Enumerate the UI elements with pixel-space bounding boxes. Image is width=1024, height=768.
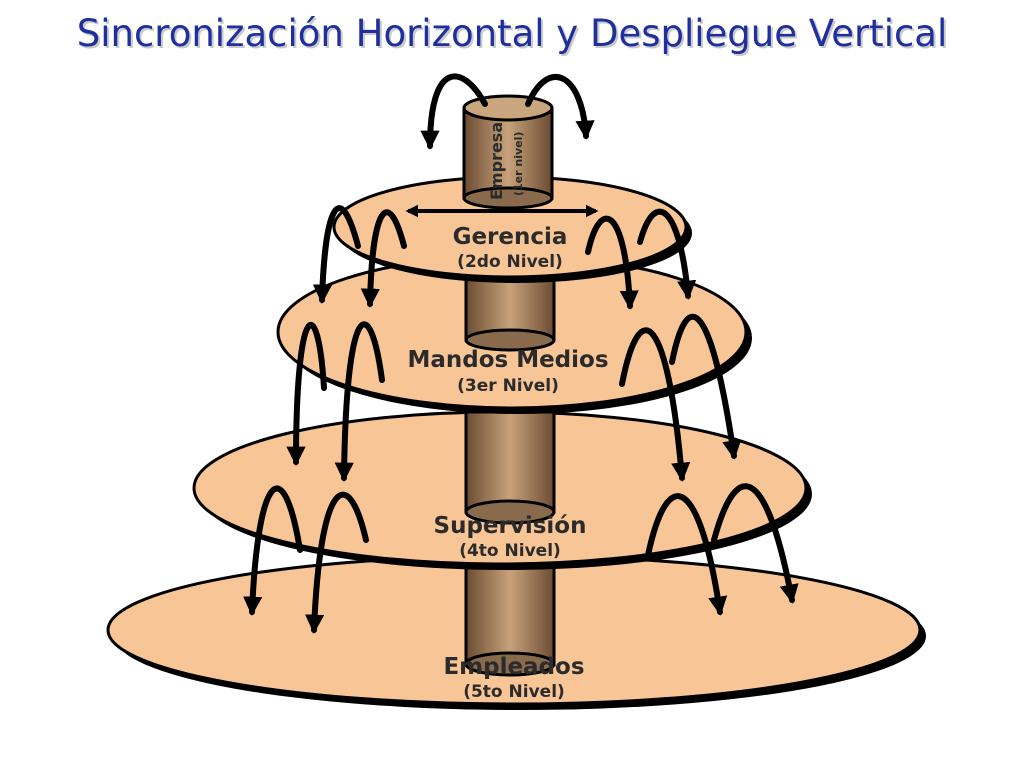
level-5-name: Empleados: [443, 654, 584, 680]
level-5-sublabel: (5to Nivel): [463, 682, 565, 702]
level-2-sublabel: (2do Nivel): [457, 252, 563, 272]
level-1-pillar: [462, 94, 554, 210]
slide-title: Sincronización Horizontal y Despliegue V…: [76, 12, 948, 55]
level-4-sublabel: (4to Nivel): [459, 541, 561, 561]
deploy-arrow-l2-right-b: [637, 208, 697, 300]
deploy-arrow-l3-left-a: [286, 321, 327, 466]
level-2-name: Gerencia: [453, 224, 568, 250]
deploy-arrow-l3-left-b: [334, 321, 385, 482]
pillar-segment-3: [464, 410, 556, 525]
deploy-arrow-l2-left-b: [360, 209, 407, 308]
deploy-arrow-l4-right-b: [711, 483, 799, 604]
level-3-name: Mandos Medios: [407, 347, 608, 373]
level-1-sublabel: (1er nivel): [512, 132, 525, 196]
deploy-arrow-l3-right-a: [619, 327, 691, 482]
deploy-arrow-top-left: [420, 73, 488, 150]
pillar-segment-4: [464, 558, 556, 677]
deploy-arrow-l4-left-b: [305, 491, 369, 634]
deploy-arrow-l4-left-a: [243, 485, 303, 616]
deploy-arrow-l2-right-a: [585, 215, 639, 310]
deploy-arrow-top-right: [525, 74, 595, 140]
level-4-name: Supervisión: [434, 513, 587, 539]
deploy-arrow-l2-left-a: [312, 205, 361, 304]
deploy-arrow-l3-right-b: [669, 313, 742, 460]
level-3-sublabel: (3er Nivel): [457, 376, 559, 396]
deploy-arrow-l4-right-a: [645, 493, 728, 616]
level-1-name: Empresa: [487, 122, 506, 200]
